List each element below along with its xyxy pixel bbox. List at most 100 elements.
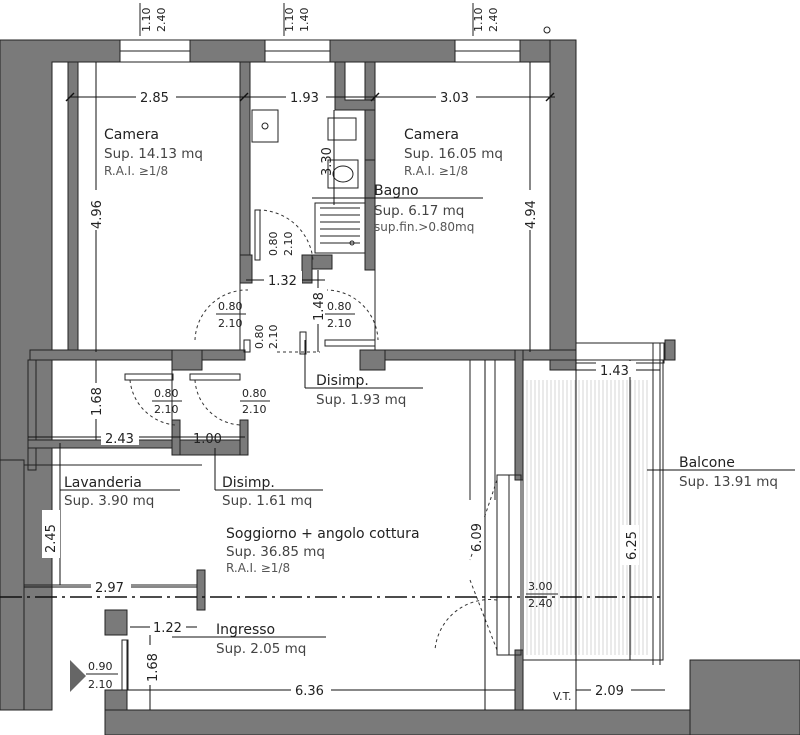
window-labels: 1.10 2.40 1.10 1.40 1.10 2.40	[139, 3, 551, 36]
dim-lav-height: 1.68	[90, 387, 105, 416]
sink-icon	[251, 109, 279, 143]
dim-bath-door-width: 1.32	[268, 274, 297, 289]
room-balcone-name: Balcone	[679, 455, 735, 471]
dim-camera1-height: 4.96	[90, 200, 105, 229]
dim-living-height: 6.09	[470, 523, 485, 552]
room-camera2-area: Sup. 16.05 mq	[404, 146, 503, 162]
wall-under-hall2	[359, 349, 386, 371]
wall-bath-bottom-right2	[301, 254, 313, 284]
wall-ingresso-partition	[196, 569, 206, 611]
dim-lav-width: 2.43	[105, 432, 134, 447]
room-lavanderia-name: Lavanderia	[64, 475, 142, 491]
wall-under-camera2	[359, 349, 577, 361]
door-bath-height: 2.10	[282, 232, 295, 257]
window-2-height: 1.40	[298, 8, 311, 33]
door-cam2-width: 0.80	[327, 300, 352, 313]
dim-camera1-width: 2.85	[140, 91, 169, 106]
exterior-wall-left-low	[0, 459, 25, 711]
dim-camera2-width: 3.03	[440, 91, 469, 106]
door-cam1-height: 2.10	[218, 317, 243, 330]
dim-balcony-top: 1.43	[600, 364, 629, 379]
windows	[119, 39, 521, 63]
door-dis2-width: 0.80	[242, 387, 267, 400]
wall-bath-camera2	[364, 61, 376, 163]
wall-bath-bottom-left	[239, 254, 253, 284]
door-cam2-height: 2.10	[327, 317, 352, 330]
room-soggiorno-name: Soggiorno + angolo cottura	[226, 526, 420, 542]
room-bagno-rai: sup.fin.>0.80mq	[374, 220, 474, 234]
room-disimp1-name: Disimp.	[316, 373, 369, 389]
shower-icon	[314, 202, 366, 254]
room-labels: Camera Sup. 14.13 mq R.A.I. ≥1/8 Camera …	[64, 127, 778, 657]
leader-lines	[59, 197, 795, 638]
exterior-wall-right	[549, 39, 577, 371]
door-balcony-height: 2.40	[528, 597, 553, 610]
dim-bath-height: 3.30	[320, 147, 335, 176]
balcony-hatch	[526, 380, 648, 655]
balcony	[522, 342, 665, 665]
door-dis2-swing	[194, 379, 241, 426]
door-dis2-height: 2.10	[242, 403, 267, 416]
room-soggiorno-area: Sup. 36.85 mq	[226, 544, 325, 560]
balcony-wall-right	[664, 339, 676, 361]
wall-camera1-left	[67, 61, 79, 353]
room-ingresso-area: Sup. 2.05 mq	[216, 641, 306, 657]
exterior-wall-bottom	[104, 709, 696, 735]
door-entry-width: 0.90	[88, 660, 113, 673]
door-labels: 0.80 2.10 0.80 2.10 0.80 2.10 0.80 2.10 …	[86, 232, 558, 691]
wall-under-hall	[171, 349, 203, 371]
room-bagno-area: Sup. 6.17 mq	[374, 203, 464, 219]
window-2-width: 1.10	[283, 8, 296, 33]
door-lav-width: 0.80	[154, 387, 179, 400]
wall-living-right-low	[514, 649, 524, 711]
door-balcony-swing	[434, 479, 498, 651]
door-lav-height: 2.10	[154, 403, 179, 416]
room-camera1-rai: R.A.I. ≥1/8	[104, 164, 168, 178]
room-lavanderia-area: Sup. 3.90 mq	[64, 493, 154, 509]
room-bagno-name: Bagno	[374, 183, 419, 199]
door-balcony-width: 3.00	[528, 580, 553, 593]
exterior-wall-bottom-right	[689, 659, 800, 735]
door-lav-swing	[129, 379, 176, 426]
dim-ingresso-height: 1.68	[146, 653, 161, 682]
room-camera2-name: Camera	[404, 127, 459, 143]
dim-ingresso-width: 1.22	[153, 621, 182, 636]
room-disimp2-area: Sup. 1.61 mq	[222, 493, 312, 509]
room-balcone-area: Sup. 13.91 mq	[679, 474, 778, 490]
dim-bottom-width: 6.36	[295, 684, 324, 699]
wall-ingresso-top	[104, 609, 128, 636]
window-1-height: 2.40	[155, 8, 168, 33]
door-camera2-swing	[324, 289, 379, 341]
entry-marker-icon	[70, 660, 86, 692]
room-camera1-area: Sup. 14.13 mq	[104, 146, 203, 162]
bath-fixtures	[251, 109, 366, 254]
room-camera2-rai: R.A.I. ≥1/8	[404, 164, 468, 178]
door-entry-height: 2.10	[88, 678, 113, 691]
door-mid-width: 0.80	[253, 325, 266, 350]
dim-living-width-1: 2.97	[95, 581, 124, 596]
toilet-icon	[327, 159, 359, 189]
bidet-icon	[327, 117, 357, 141]
room-ingresso-name: Ingresso	[216, 622, 275, 638]
window-3-height: 2.40	[487, 8, 500, 33]
vt-label: V.T.	[553, 690, 572, 703]
room-disimp1-area: Sup. 1.93 mq	[316, 392, 406, 408]
room-camera1-name: Camera	[104, 127, 159, 143]
dim-dis2-width: 1.00	[193, 432, 222, 447]
door-mid-height: 2.10	[267, 325, 280, 350]
dimension-labels: 2.85 1.93 3.03 4.96 4.94 3.30 1.32 1.48 …	[42, 88, 640, 703]
room-soggiorno-rai: R.A.I. ≥1/8	[226, 561, 290, 575]
room-disimp2-name: Disimp.	[222, 475, 275, 491]
dim-hall-height: 1.48	[312, 292, 327, 321]
wall-camera1-bath	[239, 61, 251, 283]
exterior-wall-top-2	[329, 39, 456, 63]
dim-bath-width: 1.93	[290, 91, 319, 106]
door-swings	[121, 209, 522, 691]
wall-living-right	[514, 349, 524, 481]
dim-camera2-height: 4.94	[524, 200, 539, 229]
door-cam1-width: 0.80	[218, 300, 243, 313]
dim-balcony-bottom: 2.09	[595, 684, 624, 699]
wall-under-camera1	[29, 349, 246, 361]
window-3-width: 1.10	[472, 8, 485, 33]
